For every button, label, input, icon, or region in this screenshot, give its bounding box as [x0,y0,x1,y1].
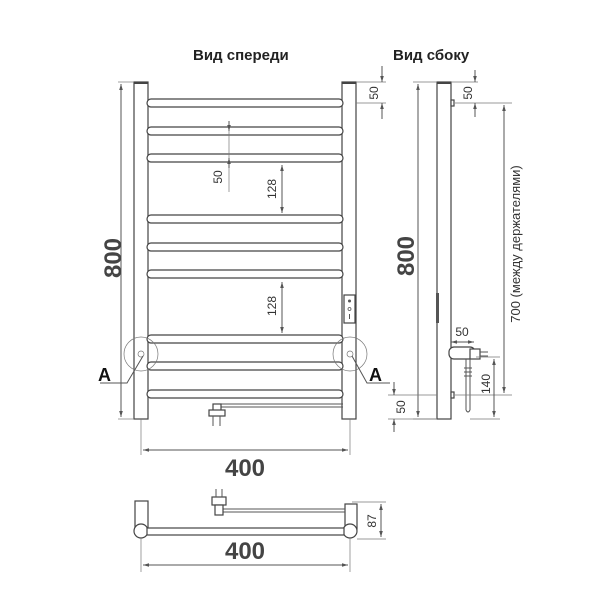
detail-circle-right [332,336,368,372]
detail-circle-left [123,336,159,372]
side-bottom-offset-label: 50 [394,400,408,414]
top-plug-icon [211,489,227,516]
top-depth-label: 87 [365,514,379,528]
side-view: 800 50 700 (между держателями) 50 140 50 [388,70,523,432]
front-height-label: 800 [100,238,127,278]
plug-height-label: 140 [479,374,493,394]
side-plug-icon [448,346,488,413]
front-view: A A 800 50 50 128 128 400 [98,66,390,482]
detail-marker-left: A [98,365,111,385]
side-post [436,81,452,420]
front-width-label: 400 [225,455,265,482]
side-view-title: Вид сбоку [393,47,470,64]
detail-marker-right: A [369,365,382,385]
front-top-offset-label: 50 [367,86,381,100]
plug-depth-label: 50 [455,325,469,339]
top-view: 87 400 [133,489,386,572]
upper-gap-label: 128 [265,179,279,199]
rails [146,98,344,399]
switch-box [343,294,356,324]
right-post [341,81,357,420]
front-view-title: Вид спереди [193,47,289,64]
lower-gap-label: 128 [265,296,279,316]
holder-distance-label: 700 (между держателями) [508,165,523,323]
rail-spacing-label: 50 [211,170,225,184]
side-top-offset-label: 50 [461,86,475,100]
side-height-label: 800 [393,236,420,276]
plug-icon [208,403,226,426]
top-width-label: 400 [225,538,265,565]
